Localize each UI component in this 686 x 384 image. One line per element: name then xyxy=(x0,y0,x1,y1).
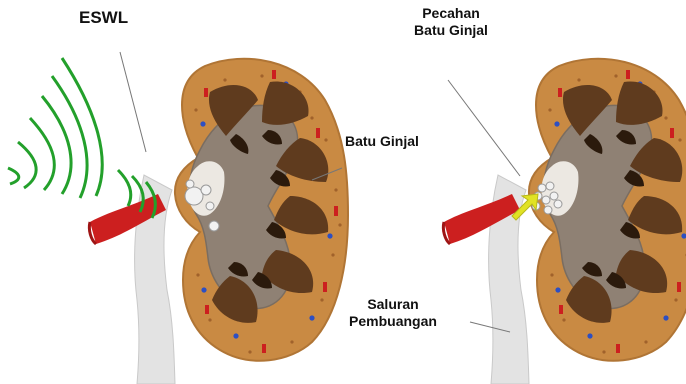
fragments-label-line2: Batu Ginjal xyxy=(386,22,516,39)
eswl-pointer-line xyxy=(120,52,146,152)
ureter-label-line2: Pembuangan xyxy=(343,313,443,330)
fragments-label-line1: Pecahan xyxy=(386,5,516,22)
shock-wave-arcs xyxy=(8,58,155,218)
eswl-label: ESWL xyxy=(79,8,128,28)
ureter-label-line1: Saluran xyxy=(343,296,443,313)
fragments-label: Pecahan Batu Ginjal xyxy=(386,5,516,39)
left-kidney xyxy=(8,52,348,384)
ureter-label: Saluran Pembuangan xyxy=(343,296,443,330)
stone-label: Batu Ginjal xyxy=(345,133,419,150)
fragments-pointer-line xyxy=(448,80,520,176)
right-kidney xyxy=(443,59,686,384)
